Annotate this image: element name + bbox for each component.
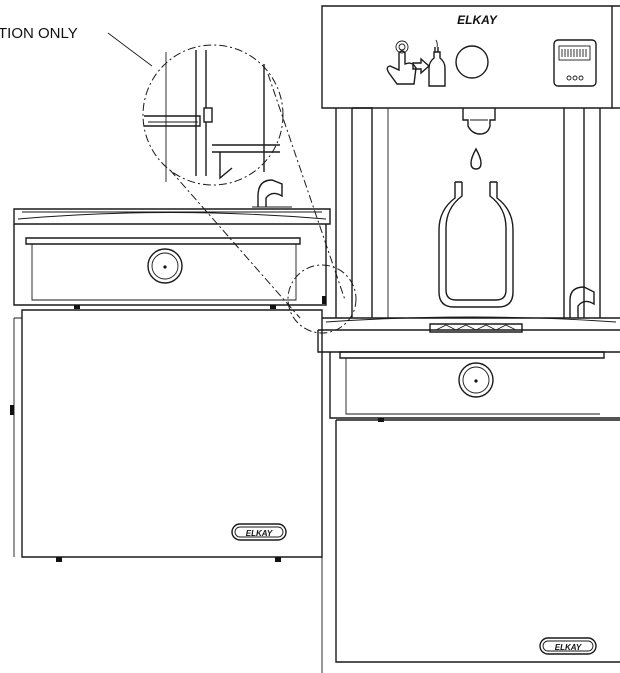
water-drop-icon (470, 147, 482, 170)
detail-callout: TION ONLY (0, 25, 357, 334)
top-brand-logo: ELKAY (457, 13, 498, 27)
bottle-outline (438, 181, 514, 308)
filler-nozzle (462, 108, 496, 135)
svg-text:ELKAY: ELKAY (246, 529, 273, 538)
detail-magnified-view (144, 50, 280, 182)
right-cabinet-logo: ELKAY (539, 637, 597, 655)
bottle-counter-display-icon (553, 39, 597, 87)
arrow-right-icon (412, 57, 431, 75)
right-bubbler (569, 286, 595, 318)
left-bubbler (252, 179, 292, 208)
left-cabinet-logo: ELKAY (231, 523, 287, 541)
hand-pointer-icon (386, 40, 417, 85)
bottle-icon (428, 39, 446, 87)
sensor-button-icon (455, 45, 489, 79)
right-push-button (458, 362, 494, 398)
svg-text:ELKAY: ELKAY (555, 643, 582, 652)
callout-label: TION ONLY (0, 25, 78, 42)
left-drinking-fountain: ELKAY (10, 179, 331, 562)
right-bottle-filler-unit: ELKAY (317, 5, 620, 673)
left-push-button (147, 248, 183, 284)
